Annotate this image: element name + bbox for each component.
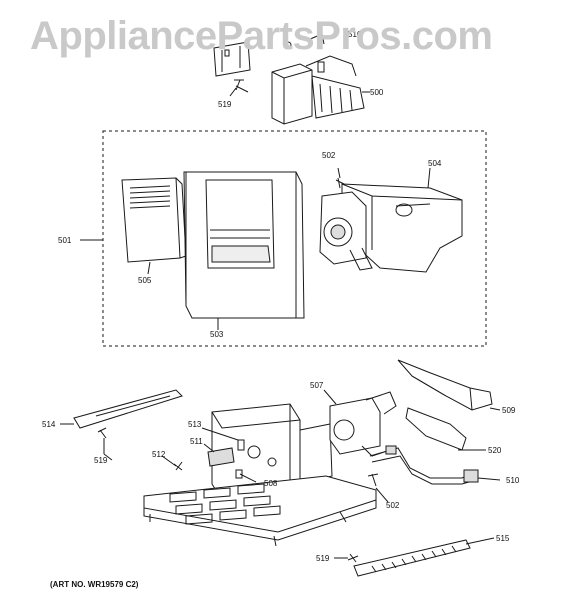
leader-511 [203, 443, 215, 453]
callout-520: 520 [488, 446, 502, 455]
leader-519-top [235, 85, 249, 93]
rail-514 [73, 389, 183, 429]
site-watermark: AppliancePartsPros.com [30, 14, 493, 58]
callout-516: 516 [348, 30, 362, 39]
callout-519-top: 519 [218, 100, 232, 109]
callout-515: 515 [496, 534, 510, 543]
callout-513: 513 [188, 420, 202, 429]
callout-502-upper: 502 [322, 151, 336, 160]
grille-515 [353, 539, 471, 577]
leader-510 [477, 477, 501, 481]
ice-bucket-504 [319, 183, 463, 273]
callout-519-bottom: 519 [316, 554, 330, 563]
callout-512: 512 [152, 450, 166, 459]
deflector-509 [397, 359, 493, 411]
callout-501: 501 [58, 236, 72, 245]
leader-512 [161, 455, 177, 467]
callout-503: 503 [210, 330, 224, 339]
leader-505 [147, 261, 151, 275]
callout-505: 505 [138, 276, 152, 285]
screw-519-left [97, 427, 107, 454]
dispenser-housing-503 [183, 171, 305, 319]
assembly-box-501 [102, 130, 487, 347]
screw-502-upper [335, 177, 345, 189]
leader-519-left [103, 453, 113, 461]
callout-509: 509 [502, 406, 516, 415]
wire-harness-510 [369, 445, 479, 485]
leader-509 [489, 407, 501, 411]
callout-510: 510 [506, 476, 520, 485]
actuator-511 [207, 447, 235, 467]
callout-508: 508 [264, 479, 278, 488]
bracket-520 [405, 407, 467, 451]
callout-511: 511 [190, 437, 203, 446]
leader-515 [465, 537, 495, 545]
screw-519-bottom [347, 553, 359, 563]
motor-507 [329, 391, 397, 457]
leader-502-upper [337, 167, 341, 179]
callout-507: 507 [310, 381, 324, 390]
screw-502-lower [367, 473, 379, 487]
leader-507 [323, 389, 337, 405]
callout-502-lower: 502 [386, 501, 400, 510]
callout-500: 500 [370, 88, 384, 97]
ice-maker-assembly-500 [213, 33, 365, 125]
base-tray [143, 475, 377, 547]
callout-504: 504 [428, 159, 442, 168]
art-number: (ART NO. WR19579 C2) [50, 580, 139, 589]
callout-519-left: 519 [94, 456, 108, 465]
leader-508 [239, 473, 257, 483]
callout-514: 514 [42, 420, 56, 429]
screw-519-top [229, 79, 244, 97]
leader-504 [427, 167, 431, 189]
leader-513 [201, 427, 239, 441]
leader-502-lower [375, 487, 389, 503]
cover-505 [121, 177, 187, 263]
